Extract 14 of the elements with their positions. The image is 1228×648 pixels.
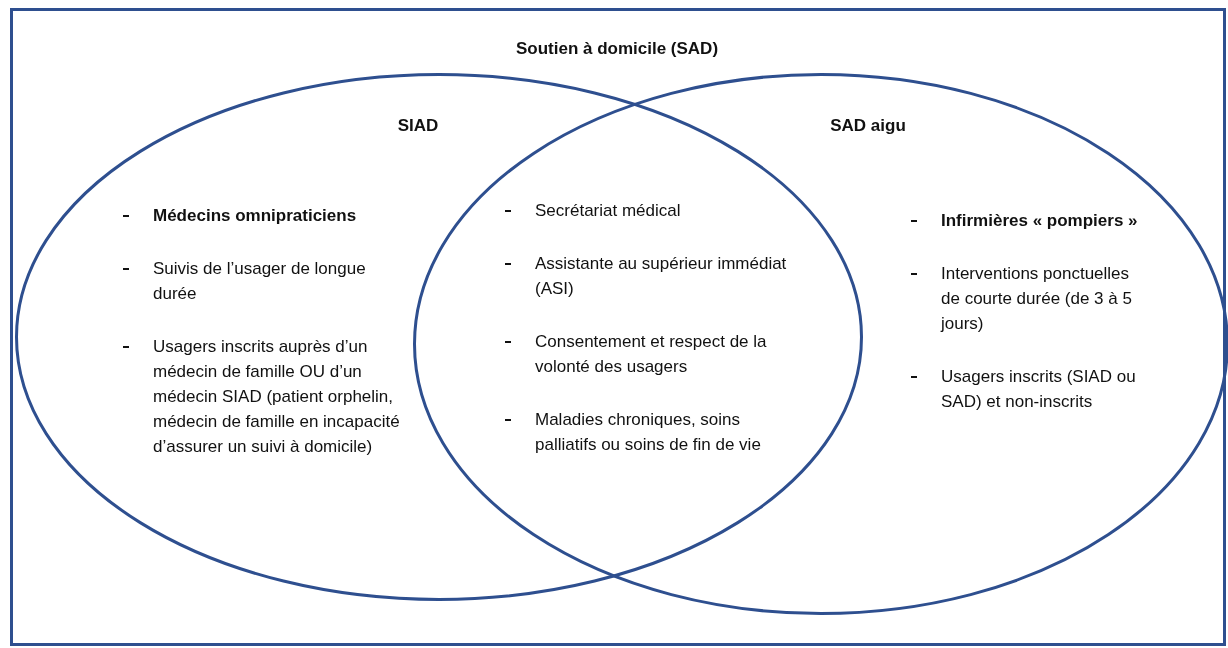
list-item: Maladies chroniques, soins palliatifs ou soins de fin de vie — [505, 407, 800, 457]
list-item: Suivis de l’usager de longue durée — [123, 256, 413, 306]
heading: Soutien à domicile (SAD) — [515, 38, 719, 60]
list-item: Interventions ponctuelles de courte durée (de 3 à 5 jours) — [911, 261, 1143, 336]
list-item: Secrétariat médical — [505, 198, 800, 223]
heading: SIAD — [397, 115, 439, 137]
outer-frame — [10, 8, 1226, 646]
list-item: Consentement et respect de la volonté des usagers — [505, 329, 800, 379]
heading: SAD aigu — [830, 115, 906, 137]
list-item: Assistante au supérieur immédiat (ASI) — [505, 251, 800, 301]
list-item: Usagers inscrits (SIAD ou SAD) et non-inscrits — [911, 364, 1143, 414]
list-item: Infirmières « pompiers » — [911, 208, 1143, 233]
list-item: Médecins omnipraticiens — [123, 203, 413, 228]
list-item: Usagers inscrits auprès d’un médecin de famille OU d’un médecin SIAD (patient orphelin, médecin de famille en incapacité d’assurer un suivi à domicile) — [123, 334, 413, 459]
